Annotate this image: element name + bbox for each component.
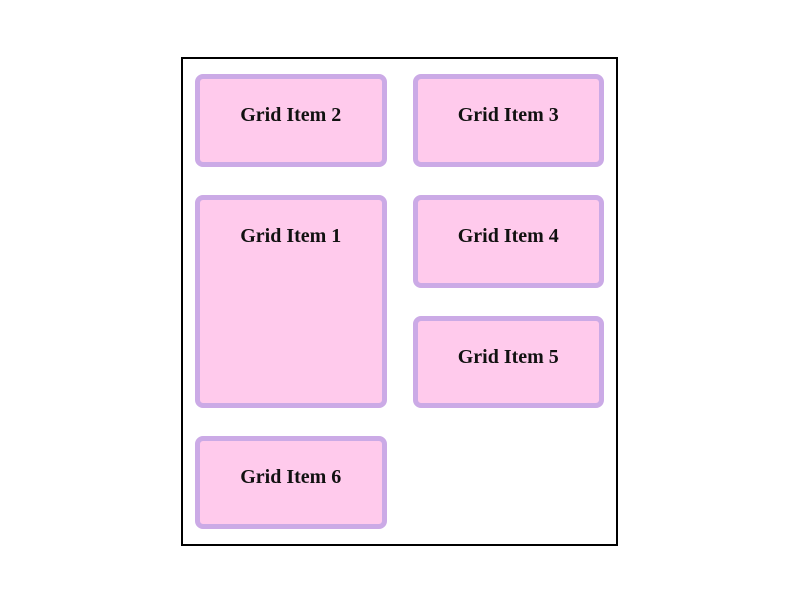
grid-item-2: Grid Item 2: [195, 74, 387, 167]
grid-item-1: Grid Item 1: [195, 194, 387, 409]
grid-item-5: Grid Item 5: [412, 315, 604, 409]
grid-item-3: Grid Item 3: [412, 74, 604, 167]
grid-container: Grid Item 1 Grid Item 2 Grid Item 3 Grid…: [181, 57, 618, 546]
grid-item-4: Grid Item 4: [412, 194, 604, 288]
grid-item-6: Grid Item 6: [195, 436, 387, 529]
